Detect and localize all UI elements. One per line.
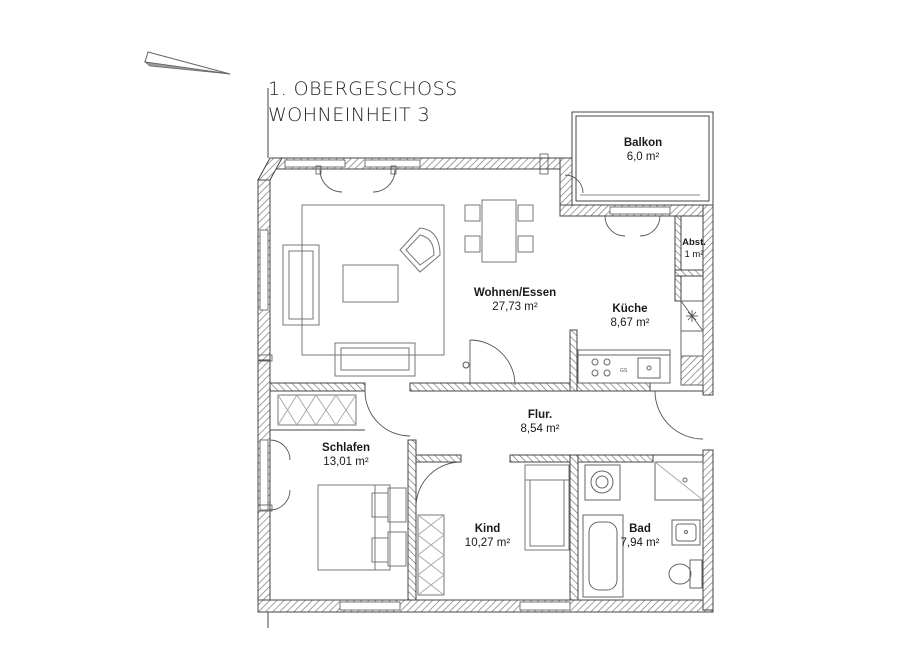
room-label-kueche: Küche 8,67 m² [595,302,665,330]
room-label-wohnen: Wohnen/Essen 27,73 m² [460,286,570,314]
room-name: Schlafen [322,442,370,454]
room-area: 10,27 m² [464,537,511,549]
balcony [571,111,714,206]
door-stop-icon [462,361,470,369]
room-name: Bad [629,523,651,535]
room-name: Wohnen/Essen [473,287,557,299]
windows [259,159,671,611]
kitchen-furniture [577,300,704,386]
doors [269,169,704,511]
north-arrow-icon [143,51,231,75]
floor-title: 1. OBERGESCHOSS [268,78,458,100]
room-area: 13,01 m² [323,456,369,468]
room-label-bad: Bad 7,94 m² [610,522,670,550]
gs-label: GS [620,368,628,374]
room-name: Balkon [623,137,663,149]
room-label-flur: Flur. 8,54 m² [500,408,580,436]
room-area: 8,54 m² [520,423,560,435]
room-name: Flur. [527,409,553,421]
room-label-schlafen: Schlafen 13,01 m² [306,441,386,469]
room-area: 27,73 m² [492,301,538,313]
interior-walls [269,215,704,601]
room-label-abst: Abst. 1 m² [678,237,710,261]
room-name: Abst. [682,237,706,248]
room-area: 8,67 m² [610,317,650,329]
room-area: 1 m² [684,249,704,260]
snowflake-icon [686,310,698,322]
room-name: Küche [612,303,648,315]
living-furniture [282,199,534,377]
room-label-kind: Kind 10,27 m² [450,522,525,550]
frame-ticks [257,153,549,512]
bedroom-furniture [277,394,407,571]
room-area: 6,0 m² [626,151,660,163]
unit-title: WOHNEINHEIT 3 [268,104,431,126]
room-name: Kind [474,523,501,535]
kids-furniture [417,464,570,596]
wall-lines [269,390,703,600]
bathroom-fixtures [582,461,704,598]
room-label-balkon: Balkon 6,0 m² [598,136,688,164]
room-area: 7,94 m² [620,537,660,549]
